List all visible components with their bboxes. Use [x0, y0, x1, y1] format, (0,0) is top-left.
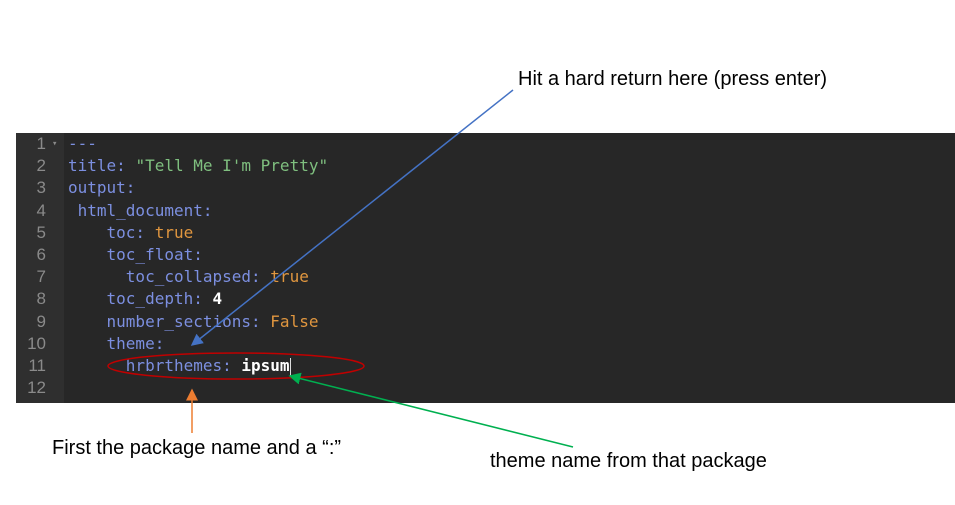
line-number: 5 — [36, 222, 46, 242]
code-token: number_sections: — [68, 311, 271, 331]
text-cursor — [289, 357, 291, 376]
line-number: 3 — [36, 178, 46, 198]
code-text[interactable]: toc: true — [68, 222, 194, 244]
line-number: 7 — [36, 267, 46, 287]
annotation-package-name: First the package name and a “:” — [52, 437, 342, 459]
code-text[interactable]: output: — [68, 177, 135, 199]
line-number-gutter — [16, 133, 64, 403]
code-token: False — [270, 311, 319, 331]
code-text[interactable]: title: "Tell Me I'm Pretty" — [68, 155, 328, 177]
code-text[interactable]: hrbrthemes: ipsum — [68, 355, 291, 377]
line-number: 4 — [36, 200, 46, 220]
fold-toggle-icon[interactable]: ▾ — [52, 139, 58, 149]
code-token: ipsum — [241, 356, 290, 375]
annotation-hard-return: Hit a hard return here (press enter) — [518, 68, 828, 90]
code-token: output: — [68, 178, 136, 198]
code-text[interactable]: html_document: — [68, 200, 213, 222]
code-token: toc_collapsed: — [68, 267, 271, 287]
line-number: 6 — [36, 245, 46, 264]
line-number: 9 — [36, 311, 46, 331]
code-token: theme: — [68, 333, 165, 353]
code-text[interactable]: toc_float: — [68, 244, 203, 266]
code-token: true — [270, 267, 309, 287]
code-token: 4 — [212, 289, 223, 309]
line-number: 10 — [27, 333, 46, 353]
code-text[interactable]: toc_depth: 4 — [68, 288, 223, 310]
code-text[interactable]: theme: — [68, 333, 165, 355]
code-token: toc: — [68, 222, 155, 242]
code-token: toc_depth: — [68, 289, 213, 309]
code-token: "Tell Me I'm Pretty" — [135, 156, 329, 176]
line-number: 8 — [36, 289, 46, 309]
code-token: --- — [68, 134, 97, 153]
code-text[interactable]: number_sections: False — [68, 311, 319, 333]
line-number: 12 — [27, 378, 46, 398]
line-number: 2 — [36, 156, 46, 176]
annotation-theme-name: theme name from that package — [490, 450, 767, 472]
code-token: true — [154, 222, 194, 242]
code-token: toc_float: — [68, 245, 203, 264]
code-text[interactable]: toc_collapsed: true — [68, 266, 309, 288]
code-text[interactable]: --- — [68, 133, 97, 155]
line-number: 1 — [36, 134, 46, 153]
code-token: html_document: — [68, 200, 213, 220]
line-number: 11 — [28, 356, 46, 375]
code-token: hrbrthemes: — [68, 356, 242, 375]
code-editor[interactable]: 1 ▾ --- 2 title: "Tell Me I'm Pretty" 3 output… — [16, 133, 955, 403]
code-token: title: — [68, 156, 136, 176]
